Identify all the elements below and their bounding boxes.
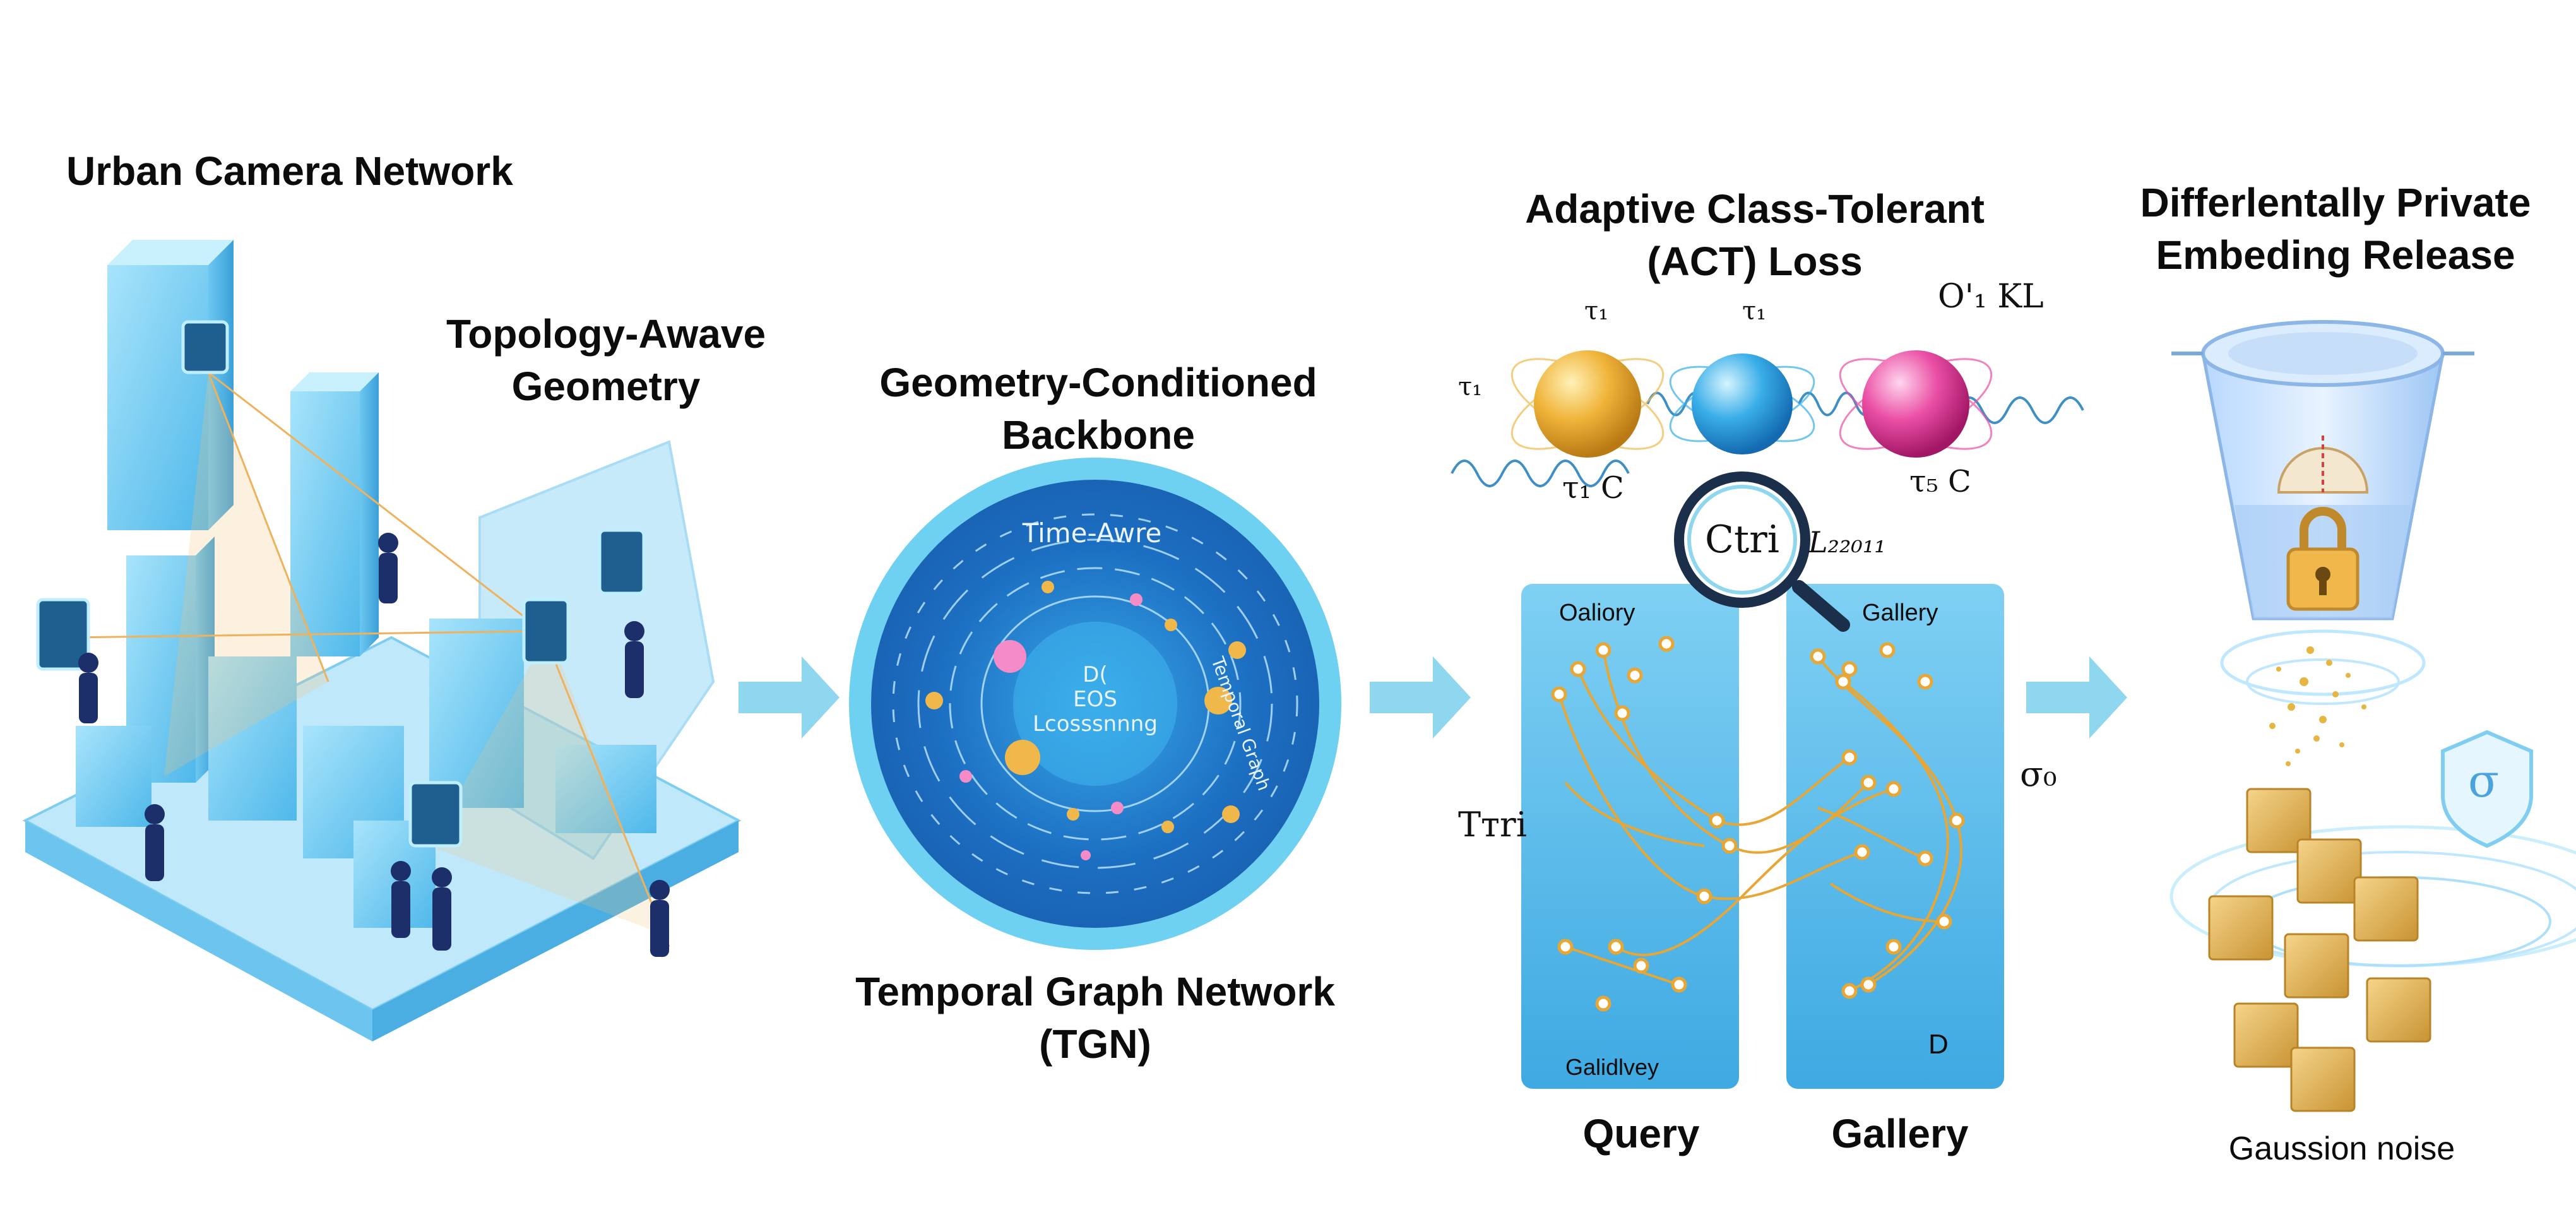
center-line3: Lcosssnnng <box>1033 711 1158 737</box>
ctri-lens-label: Ctri <box>1705 518 1779 562</box>
tgn-line2: (TGN) <box>1039 1021 1151 1067</box>
act-loss-illustration <box>1451 350 2084 1089</box>
flow-arrow-3 <box>2026 656 2127 738</box>
shield-sigma-icon: σ <box>2468 754 2500 807</box>
time-aware-label: Time-Awre <box>1022 518 1162 549</box>
privacy-illustration <box>2169 320 2576 1112</box>
query-label: Query <box>1582 1111 1700 1156</box>
act-title-line1: Adaptive Class-Tolerant <box>1525 186 1985 232</box>
dp-title-line1: Differlentally Private <box>2140 180 2531 225</box>
tgn-line1: Temporal Graph Network <box>855 969 1335 1014</box>
urban-camera-title: Urban Camera Network <box>66 148 513 194</box>
dp-release-title: Differlentally Private Embeding Release <box>2096 177 2575 282</box>
act-loss-title: Adaptive Class-Tolerant (ACT) Loss <box>1471 183 2039 288</box>
center-line2: EOS <box>1073 687 1117 713</box>
backbone-title-line2: Backbone <box>1002 412 1195 458</box>
backbone-title-line1: Geometry-Conditioned <box>879 360 1317 405</box>
tau-c-right: τ₅ C <box>1909 464 1971 499</box>
topology-geometry-label: Topology-Awave Geometry <box>417 308 795 413</box>
t-tri-label: Tтri <box>1458 805 1527 845</box>
gallery-label: Gallery <box>1831 1111 1969 1156</box>
flow-arrow-1 <box>739 656 840 738</box>
gaussian-noise-caption: Gaussion noise <box>2228 1130 2455 1167</box>
flow-arrow-2 <box>1370 656 1471 738</box>
tgn-label: Temporal Graph Network (TGN) <box>821 966 1370 1071</box>
dp-title-line2: Embeding Release <box>2156 232 2515 278</box>
right-panel-bottom-label: D <box>1928 1029 1949 1060</box>
act-title-line2: (ACT) Loss <box>1647 239 1863 285</box>
backbone-title: Geometry-Conditioned Backbone <box>833 357 1363 461</box>
left-panel-top-label: Oaliory <box>1559 600 1635 626</box>
kl-label: O'₁ KL <box>1938 278 2044 316</box>
center-line1: D( <box>1083 662 1108 687</box>
tau-label-left: τ₁ <box>1458 372 1483 401</box>
right-panel-top-label: Gallery <box>1862 600 1938 626</box>
tau-label-1: τ₁ <box>1584 297 1609 326</box>
loss-side-label: L₂₂₀₁₁ <box>1808 525 1886 559</box>
topology-line1: Topology-Awave <box>446 311 766 357</box>
left-panel-bottom-label: Galidlvey <box>1565 1054 1659 1080</box>
tau-label-2: τ₁ <box>1742 297 1767 326</box>
tgn-circle <box>849 458 1341 950</box>
tau-c-left: τ₁ C <box>1562 470 1624 506</box>
city-illustration <box>22 240 742 1041</box>
topology-line2: Geometry <box>511 364 701 410</box>
sigma-label: σ₀ <box>2020 754 2057 794</box>
center-label: D( EOS Lcosssnnng <box>1026 662 1165 737</box>
